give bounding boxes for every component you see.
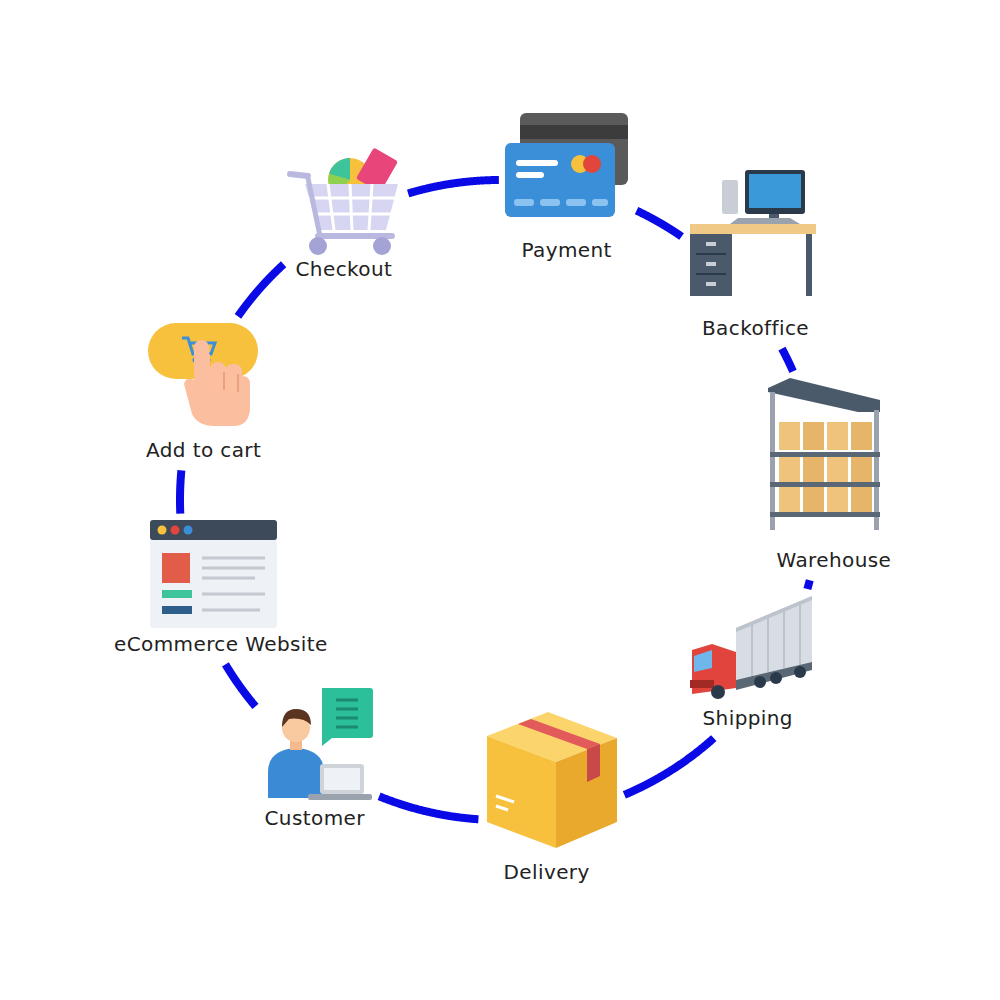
stock-box <box>827 487 848 512</box>
icon-space <box>690 595 814 706</box>
step-node: Checkout <box>290 145 402 283</box>
flow-connector <box>807 580 809 589</box>
stock-box <box>851 422 872 450</box>
shelf-icon <box>768 378 880 530</box>
flow-connector <box>238 264 284 316</box>
card-icon <box>505 113 628 217</box>
step-node: Warehouse <box>768 378 895 574</box>
step-label: Customer <box>265 806 366 830</box>
truck-icon <box>690 596 812 699</box>
step-label: Checkout <box>296 257 393 281</box>
stock-box <box>803 422 824 450</box>
stock-box <box>851 487 872 512</box>
customer-icon <box>268 688 373 800</box>
step-label: Warehouse <box>777 548 892 572</box>
icon-space <box>143 323 265 438</box>
flow-connector <box>624 738 713 795</box>
stock-box <box>803 457 824 482</box>
desk-icon <box>690 170 816 296</box>
step-label: Add to cart <box>146 438 262 462</box>
step-node: Backoffice <box>688 170 816 342</box>
flow-connector <box>180 470 181 513</box>
flow-connector <box>782 349 793 372</box>
browser-icon <box>150 520 277 628</box>
step-label: Backoffice <box>702 316 810 340</box>
flow-connector <box>225 664 255 706</box>
stock-box <box>803 487 824 512</box>
step-node: Shipping <box>690 595 814 732</box>
step-node: Payment <box>505 113 630 264</box>
stock-box <box>779 457 800 482</box>
icon-space <box>505 113 630 238</box>
icon-space <box>262 685 374 806</box>
flow-connector <box>637 211 682 237</box>
step-node: Customer <box>262 685 374 832</box>
icon-space <box>688 170 816 316</box>
flow-connector <box>408 180 499 193</box>
cart-icon <box>290 147 398 255</box>
stock-box <box>827 422 848 450</box>
icon-space <box>290 145 402 257</box>
icon-space <box>768 378 895 548</box>
add-to-cart-icon <box>148 323 258 426</box>
icon-space <box>485 710 618 860</box>
step-label: eCommerce Website <box>114 632 328 656</box>
step-label: Shipping <box>703 706 794 730</box>
step-node: Add to cart <box>143 323 265 464</box>
stock-box <box>851 457 872 482</box>
stock-box <box>779 422 800 450</box>
step-node: eCommerce Website <box>111 520 331 658</box>
flow-connector <box>379 796 478 819</box>
step-node: Delivery <box>485 710 618 886</box>
step-label: Delivery <box>504 860 591 884</box>
stock-box <box>827 457 848 482</box>
step-label: Payment <box>522 238 613 262</box>
stock-box <box>779 487 800 512</box>
icon-space <box>111 520 331 632</box>
parcel-icon <box>487 712 617 848</box>
